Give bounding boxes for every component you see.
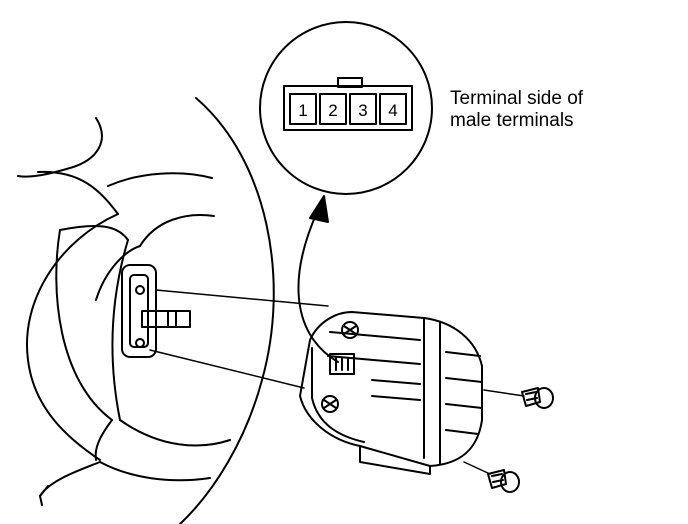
arrow-head-icon	[309, 195, 329, 223]
connector-pocket	[121, 264, 191, 358]
guide-line-upper	[155, 289, 329, 307]
steering-column-cover	[17, 117, 231, 506]
screw-upper-icon	[521, 387, 554, 409]
steering-wheel-rim	[179, 97, 275, 524]
pin-number-4: 4	[388, 101, 397, 120]
pin-number-3: 3	[358, 101, 367, 120]
guide-line-screw-lower	[463, 461, 491, 475]
screw-lower-icon	[487, 469, 520, 493]
connector-face	[283, 77, 413, 131]
terminal-callout: Terminal side of male terminals	[450, 88, 583, 132]
guide-line-lower	[149, 349, 305, 389]
arrow-curve	[297, 209, 339, 363]
guide-line-screw-upper	[483, 389, 525, 397]
callout-line-2: male terminals	[450, 110, 574, 131]
horn-module	[299, 311, 483, 475]
pin-number-2: 2	[328, 101, 337, 120]
zoom-circle	[259, 21, 433, 195]
pin-number-1: 1	[298, 101, 307, 120]
callout-line-1: Terminal side of	[450, 88, 584, 109]
